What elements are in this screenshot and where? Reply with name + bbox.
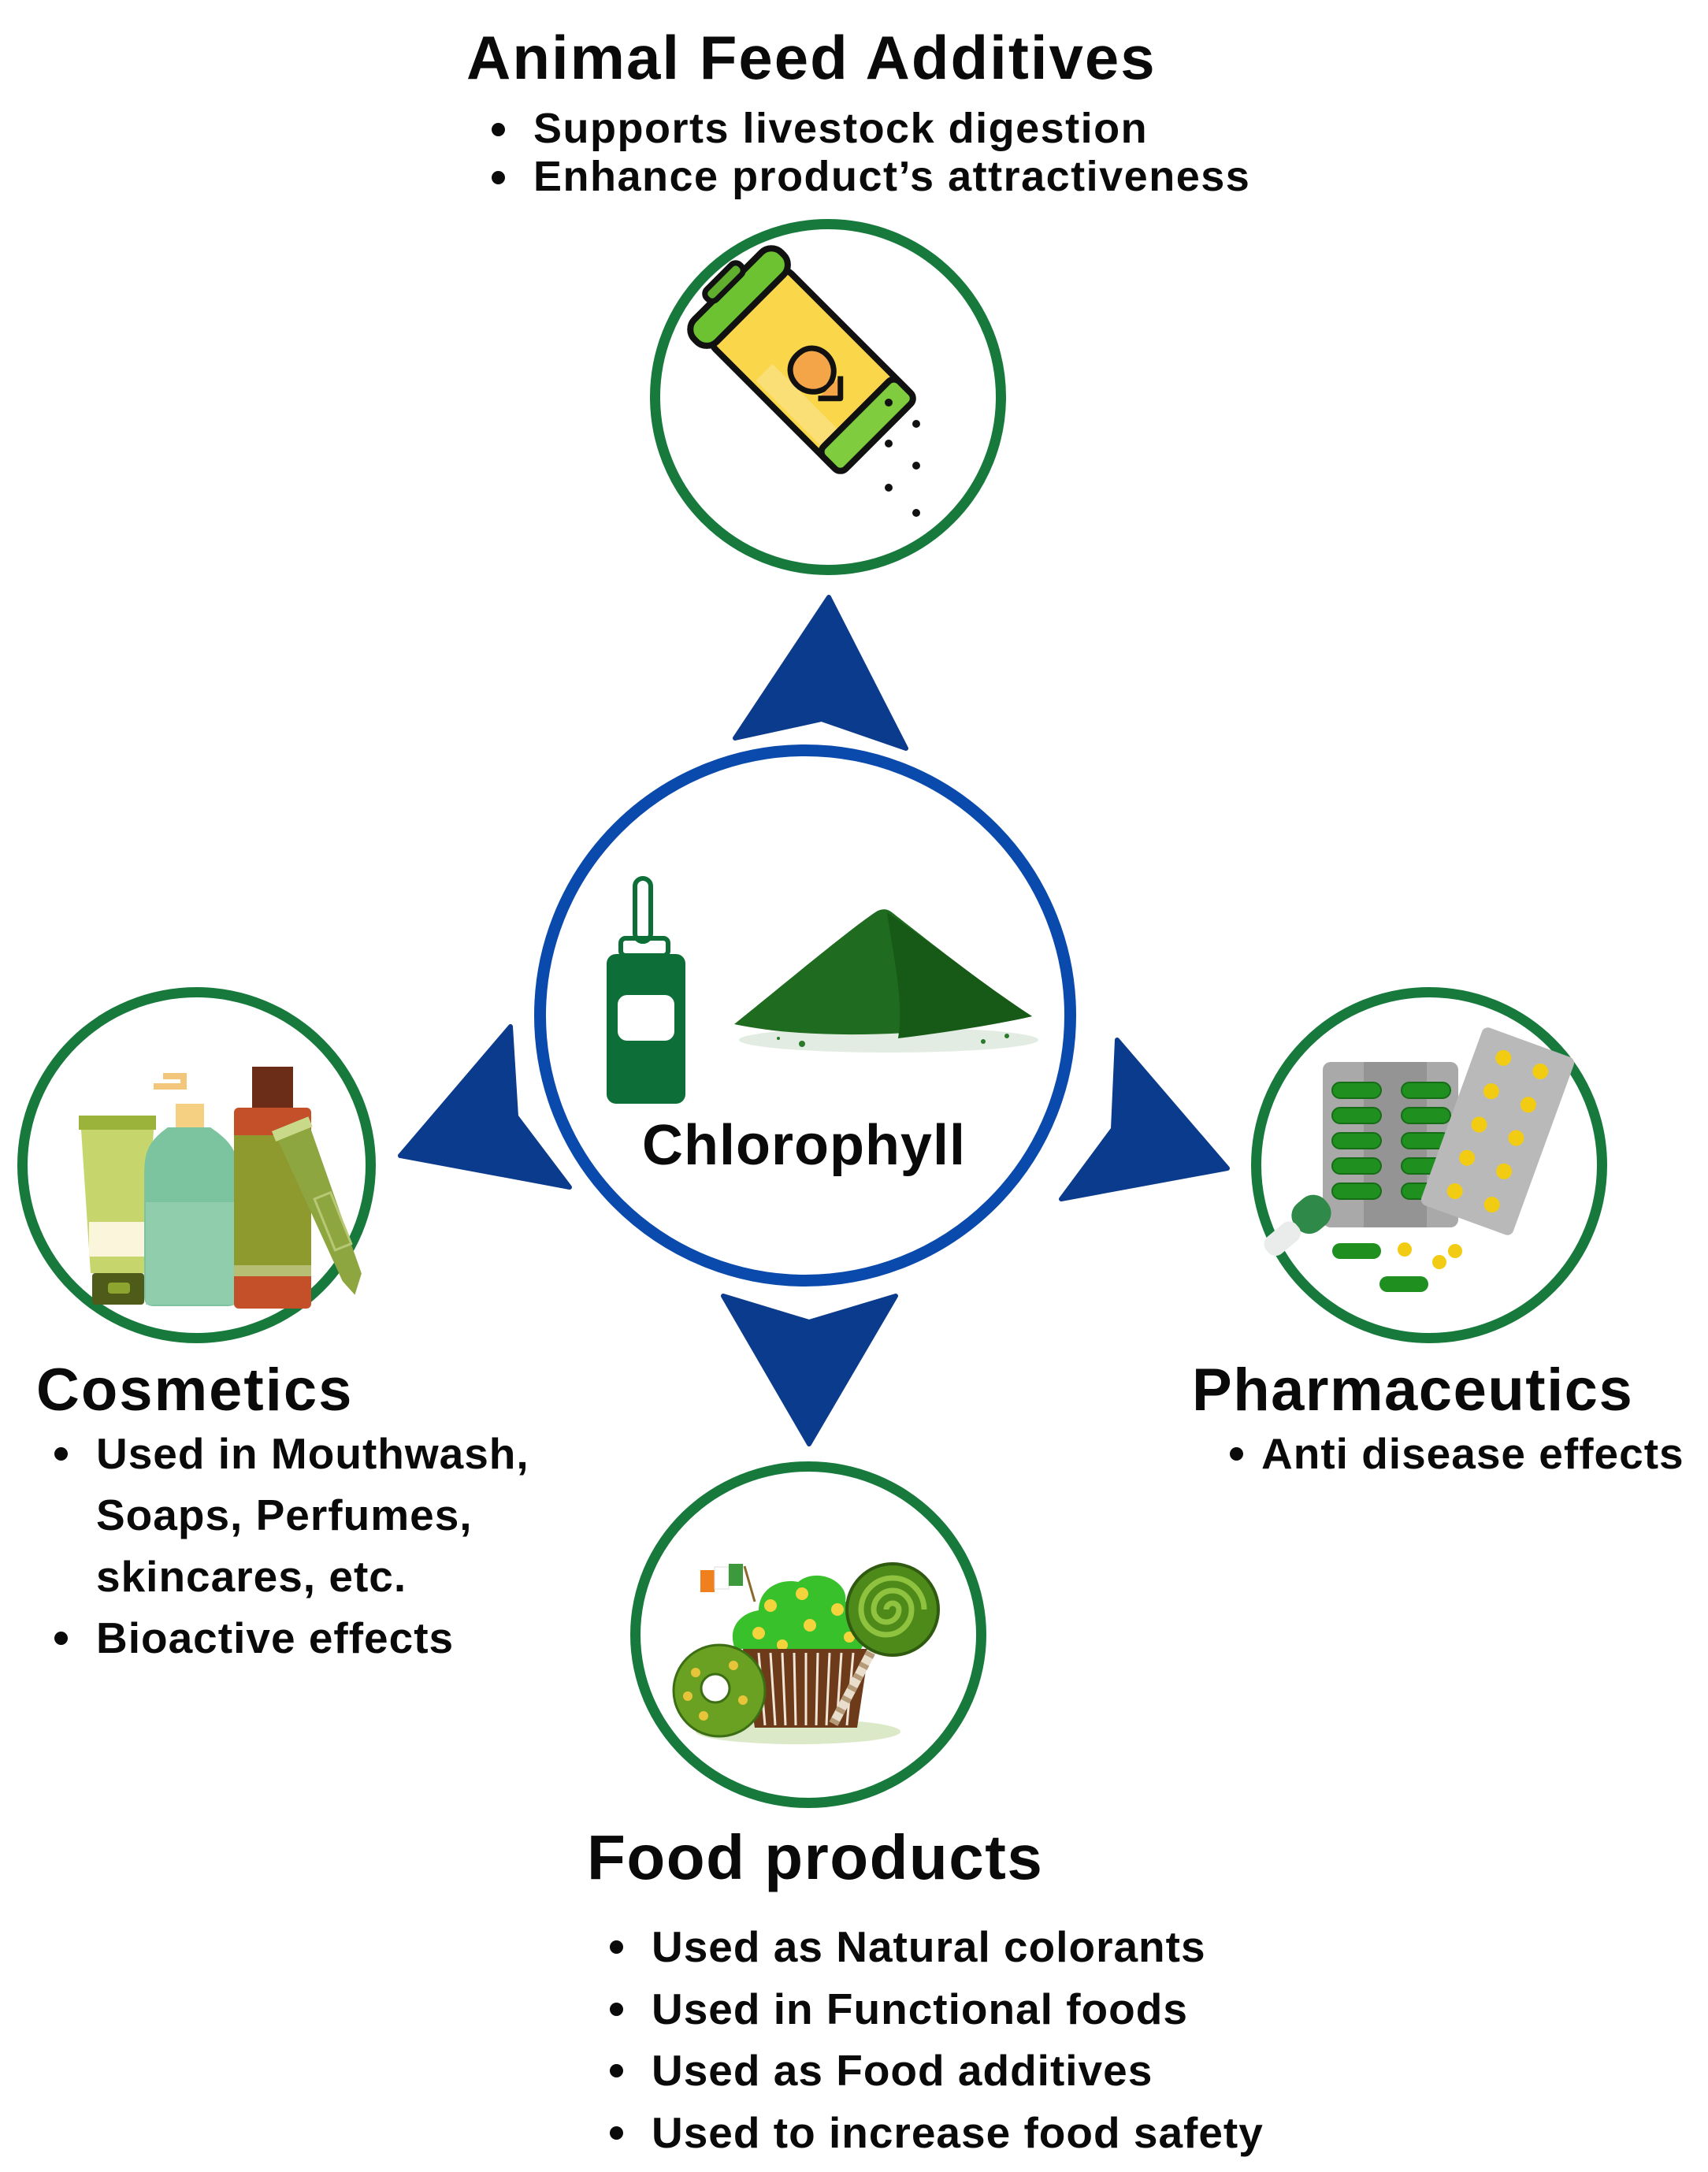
bullet-dot [54, 1632, 68, 1645]
cosmetics-bullets: Used in Mouthwash, Soaps, Perfumes, skin… [52, 1428, 529, 1674]
pharmaceutics-bullets: Anti disease effects [1223, 1428, 1684, 1490]
food-node [630, 1461, 986, 1808]
bullet-item: Used as Food additives [607, 2045, 1264, 2107]
bullet-text: Used as Food additives [652, 2046, 1153, 2095]
bullet-dot [610, 1940, 623, 1954]
cosmetics-title: Cosmetics [36, 1357, 354, 1424]
bullet-text: Supports livestock digestion [533, 105, 1149, 152]
pharmaceutics-title: Pharmaceutics [1192, 1357, 1634, 1424]
bullet-item: Anti disease effects [1223, 1428, 1684, 1490]
bullet-dot [610, 2126, 623, 2140]
pharmaceutics-node [1251, 987, 1607, 1343]
bullet-item: Supports livestock digestion [488, 104, 1250, 152]
pills-blister-icon [1264, 1027, 1575, 1292]
bullet-item: Used in Mouthwash, [52, 1428, 529, 1490]
bullet-text: Enhance product’s attractiveness [533, 153, 1251, 200]
fish-feed-shaker-icon [687, 245, 920, 517]
arrow-right-icon [1059, 1038, 1230, 1201]
bullet-item: Used as Natural colorants [607, 1921, 1264, 1984]
bullet-dot [492, 171, 505, 184]
bullet-text: Soaps, Perfumes, [96, 1491, 473, 1539]
animal-feed-bullets: Supports livestock digestion Enhance pro… [488, 104, 1250, 200]
bullet-dot [610, 2064, 623, 2077]
arrow-up-icon [733, 595, 908, 751]
bullet-text: Used in Functional foods [652, 1984, 1188, 2033]
bullet-continuation: Soaps, Perfumes, [52, 1490, 529, 1551]
bullet-text: Used as Natural colorants [652, 1922, 1206, 1971]
bullet-text: skincares, etc. [96, 1552, 407, 1601]
arrow-down-icon [721, 1294, 898, 1446]
bullet-text: Used to increase food safety [652, 2107, 1264, 2157]
animal-feed-node [650, 219, 1006, 575]
food-title: Food products [587, 1822, 1044, 1892]
animal-feed-title: Animal Feed Additives [466, 23, 1157, 92]
powder-pile-icon [734, 909, 1038, 1053]
cosmetic-bottles-icon [79, 1067, 362, 1309]
bullet-text: Anti disease effects [1261, 1429, 1684, 1478]
arrow-left-icon [398, 1024, 572, 1190]
bullet-dot [610, 2002, 623, 2016]
bullet-dot [1230, 1447, 1243, 1461]
food-bullets: Used as Natural colorants Used in Functi… [607, 1921, 1264, 2169]
chlorophyll-center-node: Chlorophyll [534, 744, 1076, 1286]
bullet-item: Used in Functional foods [607, 1984, 1264, 2046]
bullet-dot [492, 123, 505, 136]
bullet-item: Bioactive effects [52, 1613, 529, 1674]
bullet-text: Used in Mouthwash, [96, 1429, 529, 1478]
bullet-continuation: skincares, etc. [52, 1551, 529, 1613]
bullet-item: Enhance product’s attractiveness [488, 152, 1250, 200]
chlorophyll-label: Chlorophyll [642, 1114, 966, 1177]
bullet-item: Used to increase food safety [607, 2107, 1264, 2170]
dropper-bottle-icon [607, 876, 685, 1104]
sweets-cupcake-icon [672, 1562, 940, 1744]
bullet-dot [54, 1447, 68, 1461]
bullet-text: Bioactive effects [96, 1613, 455, 1662]
cosmetics-node [17, 987, 376, 1343]
